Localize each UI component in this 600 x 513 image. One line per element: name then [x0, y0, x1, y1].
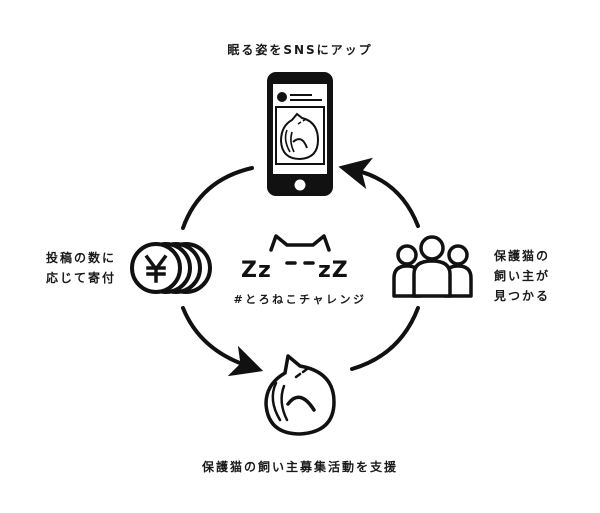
- arc-support-to-adopt: [350, 306, 420, 371]
- step-label-adopt: 保護猫の 飼い主が 見つかる: [494, 246, 584, 306]
- hashtag-label: #とろねこチャレンジ: [233, 293, 367, 306]
- zz-right-text: zZ: [318, 258, 349, 283]
- curled-cat-icon: [264, 354, 336, 436]
- arc-donate-to-support: [181, 306, 264, 377]
- smartphone-icon: [267, 72, 333, 196]
- phone-cat-icon: [279, 112, 320, 161]
- zz-left-text: Zz: [241, 258, 272, 283]
- step-label-donate: 投稿の数に 応じて寄付: [46, 248, 136, 288]
- label-line: 応じて寄付: [46, 271, 117, 285]
- arc-adopt-to-upload: [338, 157, 420, 228]
- yen-coins-icon: [130, 242, 212, 294]
- label-line: 飼い主が: [494, 269, 551, 283]
- step-label-support: 保護猫の飼い主募集活動を支援: [201, 460, 398, 474]
- label-line: 見つかる: [494, 289, 551, 303]
- arc-upload-to-donate: [181, 166, 254, 230]
- label-line: 保護猫の: [494, 249, 551, 263]
- step-label-upload: 眠る姿をSNSにアップ: [227, 43, 373, 57]
- people-group-icon: [392, 235, 473, 298]
- label-line: 投稿の数に: [46, 251, 117, 265]
- sleeping-cat-face-icon: [269, 234, 331, 265]
